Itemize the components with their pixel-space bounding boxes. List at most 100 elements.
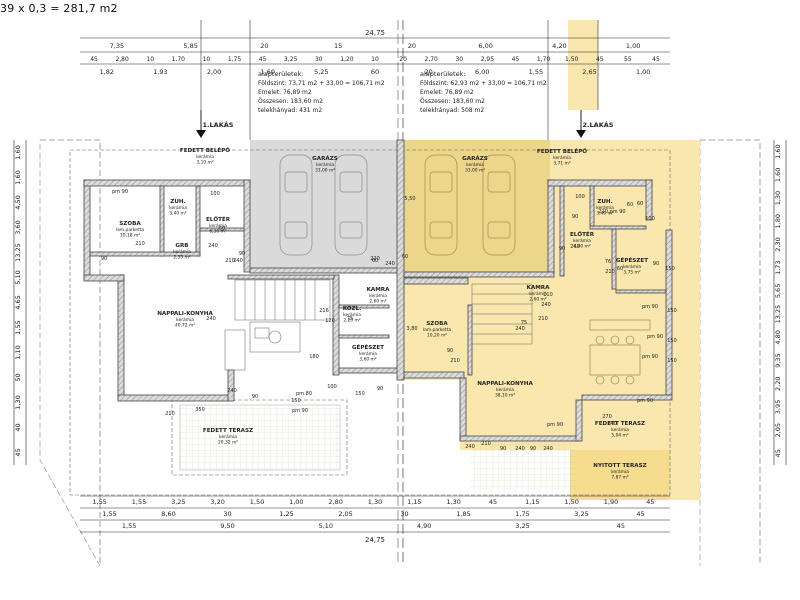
dimension-top-row3: 2,00	[207, 68, 221, 76]
opening-tag: 60	[372, 258, 378, 264]
room-label-area: 3,10 m²	[196, 160, 213, 166]
dimension-top-total: 24,75	[365, 29, 385, 37]
dimension-bottom-row1: 1,15	[407, 498, 421, 506]
room-label-floor: kerámia	[611, 468, 629, 475]
dimension-bottom-row1: 1,30	[368, 498, 382, 506]
opening-tag: 100	[210, 191, 220, 197]
unit-label: 1.LAKÁS	[203, 120, 234, 129]
opening-tag: 100	[575, 194, 585, 200]
dimension-top-row1: 7,35	[110, 42, 124, 50]
room-label: KAMRA	[367, 287, 391, 293]
room-label: FEDETT TERASZ	[203, 428, 253, 434]
opening-tag: 210	[165, 411, 175, 417]
opening-tag: 240	[607, 421, 617, 427]
areas-title: alapterületek:	[420, 70, 466, 78]
opening-tag: 75	[521, 320, 527, 326]
dimension-right-side: 2,30	[774, 237, 782, 251]
dimension-bottom-row2: 30	[223, 510, 231, 518]
room-label-area: 3,75 m²	[623, 270, 640, 276]
dimension-bottom-row1: 1,00	[289, 498, 303, 506]
dimension-top-row2: 45	[596, 56, 604, 63]
room-label: FEDETT TERASZ	[595, 421, 645, 427]
dimension-right-side: 1,80	[774, 214, 782, 228]
room-label: ZUH.	[170, 199, 185, 205]
dimension-top-row3: 6,00	[475, 68, 489, 76]
room-label-floor: lam.parketta	[423, 327, 451, 333]
opening-tag: 210	[450, 358, 460, 364]
opening-tag: 90	[239, 251, 245, 257]
opening-tag: 210	[538, 316, 548, 322]
areas-upper: Emelet: 76,89 m2	[258, 89, 312, 96]
dimension-top-row2: 1,75	[228, 56, 242, 63]
opening-tag: pm 90	[112, 189, 128, 195]
room-label: NYITOTT TERASZ	[593, 463, 646, 469]
dimension-left-side: 40	[14, 423, 22, 431]
dimension-top-row1: 1,00	[626, 42, 640, 50]
dimension-top-row3: 1,55	[529, 68, 543, 76]
room-label-floor: kerámia	[169, 204, 187, 211]
opening-tag: 100	[327, 384, 337, 390]
plot-share: telekhányad: 431 m2	[258, 107, 322, 114]
dimension-bottom-row1: 1,50	[564, 498, 578, 506]
roof-outline	[69, 149, 671, 496]
dimension-top-row2: 10	[146, 56, 154, 63]
dimension-bottom-row2: 2,05	[338, 510, 352, 518]
dimension-bottom-row2: 1,75	[515, 510, 529, 518]
dimension-top-row2: 2,70	[425, 56, 439, 63]
dimension-bottom-row1: 2,80	[328, 498, 342, 506]
room-label: GRB	[175, 243, 188, 249]
dimension-top-row2: 45	[259, 56, 267, 63]
garage-left	[250, 140, 400, 272]
opening-tag: 60	[219, 226, 225, 232]
dimension-bottom-row1: 1,15	[525, 498, 539, 506]
opening-tag: 150	[667, 308, 677, 314]
room-label-floor: kerámia	[529, 290, 547, 297]
opening-tag: 150	[665, 266, 675, 272]
dimension-left-side: 1,55	[14, 320, 22, 334]
areas-upper: Emelet: 76,89 m2	[420, 89, 474, 96]
opening-tag: pm 90	[547, 422, 563, 428]
dimension-top-row3: 2,65	[582, 68, 596, 76]
dimension-top-row2: 55	[624, 56, 632, 63]
room-label-area: 20,32 m²	[218, 440, 238, 446]
room-label-floor: kerámia	[209, 222, 227, 229]
dimension-left-side: 4,65	[14, 295, 22, 309]
opening-tag: 150	[667, 338, 677, 344]
room-label-area: 2,60 m²	[369, 299, 386, 305]
opening-tag: 216	[319, 308, 329, 314]
dimension-right-side: 5,65	[774, 284, 782, 298]
dimension-bottom-row3: 1,55	[122, 522, 136, 530]
opening-tag: 60	[627, 202, 633, 208]
dimension-bottom-row2: 1,25	[279, 510, 293, 518]
opening-tag: 220	[370, 256, 380, 262]
dimension-bottom-row1: 3,20	[210, 498, 224, 506]
opening-tag: 90	[653, 261, 659, 267]
room-label-floor: kerámia	[466, 161, 484, 168]
room-label-floor: kerámia	[623, 263, 641, 270]
dimension-right-side: 45	[774, 449, 782, 457]
dimension-top-row1: 15	[334, 42, 342, 50]
opening-tag: 240	[541, 302, 551, 308]
opening-tag: 210 pm 90	[598, 209, 625, 215]
opening-tag: 240	[227, 388, 237, 394]
opening-tag: 240	[515, 326, 525, 332]
room-label: SZOBA	[426, 321, 448, 327]
opening-tag: 75	[347, 316, 353, 322]
car-icon	[279, 154, 368, 256]
dimension-bottom-row3: 3,25	[515, 522, 529, 530]
dimension-bottom-row2: 1,85	[456, 510, 470, 518]
opening-tag: 350	[195, 407, 205, 413]
walls	[83, 139, 673, 442]
dimension-top-row3: 20	[424, 68, 432, 76]
room-label-floor: kerámia	[359, 350, 377, 357]
room-label-area: 3,40 m²	[169, 211, 186, 217]
dining-table-icon	[589, 319, 651, 385]
dimension-top-row3: 1,00	[636, 68, 650, 76]
dimension-right-side: 2,05	[774, 423, 782, 437]
dimension-left-side: 1,60	[14, 170, 22, 184]
dimension-top-row1: 4,20	[552, 42, 566, 50]
dimension-top-row2: 2,95	[481, 56, 495, 63]
room-label-area: 2,60 m²	[529, 297, 546, 303]
dimension-right-side: 1,30	[774, 191, 782, 205]
opening-tag: pm 90	[647, 334, 663, 340]
